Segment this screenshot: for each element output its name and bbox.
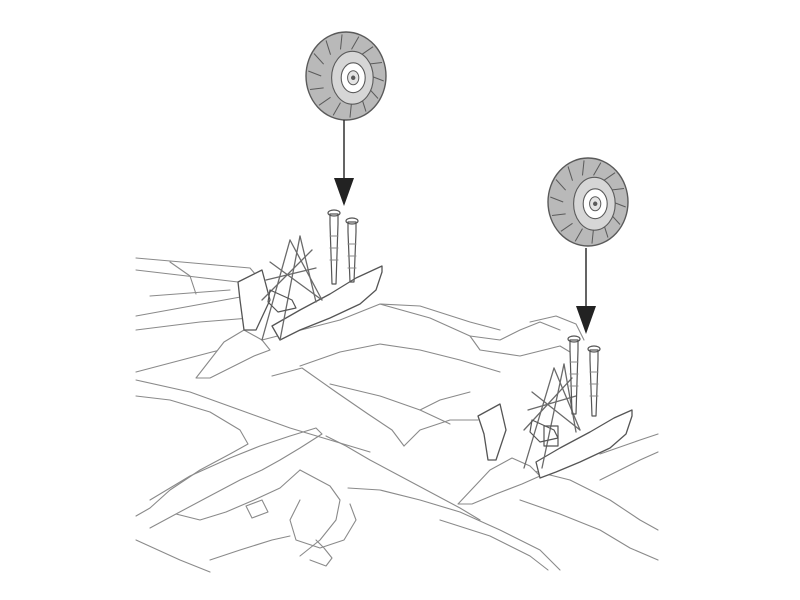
- wing-surface: [329, 383, 451, 425]
- right-mount-pin: [569, 339, 579, 415]
- assembly-arrow-right: [576, 248, 596, 334]
- tread-groove: [581, 160, 585, 176]
- tread-groove: [593, 162, 602, 176]
- left-axle: [267, 289, 297, 313]
- wing-panel-line: [135, 317, 251, 331]
- assembly-arrow-left: [334, 120, 354, 206]
- intake-outline: [135, 539, 211, 573]
- tread-groove: [332, 102, 341, 116]
- tread-groove: [309, 87, 324, 90]
- intake-outline: [325, 435, 481, 521]
- right-mount-pin: [589, 349, 599, 417]
- wing-panel-line: [169, 261, 197, 295]
- bay-outline: [529, 315, 585, 341]
- right-gear-fairing: [457, 457, 541, 505]
- tread-groove: [550, 196, 564, 203]
- nacelle-outline: [419, 391, 471, 411]
- tread-groove: [574, 228, 583, 242]
- right-gear-door: [535, 409, 633, 479]
- intake-outline: [209, 535, 291, 561]
- intake-outline: [245, 499, 269, 519]
- left-strut: [261, 239, 291, 341]
- left-gear-leg: [195, 209, 383, 379]
- left-gear-door: [271, 265, 383, 341]
- wing-surface: [135, 379, 371, 453]
- arrow-head: [576, 306, 596, 334]
- left-strut: [269, 261, 323, 301]
- left-gear-fairing: [195, 329, 271, 379]
- nacelle-outline: [469, 335, 571, 357]
- right-axle: [529, 419, 559, 443]
- tread-groove: [318, 96, 331, 106]
- tread-groove: [325, 40, 332, 55]
- fuselage-outline: [135, 257, 659, 573]
- tread-groove: [349, 102, 353, 118]
- bay-outline: [529, 469, 659, 531]
- left-mount-pin: [347, 221, 357, 283]
- tread-groove: [361, 46, 374, 56]
- left-mount-pin-head: [327, 209, 341, 217]
- right-gear-leg: [457, 335, 633, 505]
- intake-outline: [175, 469, 301, 521]
- bay-outline: [347, 487, 561, 571]
- tread-groove: [351, 36, 360, 50]
- right-strut: [527, 395, 577, 411]
- left-strut: [261, 249, 313, 301]
- intake-outline: [135, 395, 249, 517]
- arrow-head: [334, 178, 354, 206]
- right-strut: [531, 391, 581, 431]
- left-gear-door: [237, 269, 271, 331]
- intake-outline: [299, 469, 341, 557]
- right-mount-pin-head: [587, 345, 601, 353]
- bay-outline: [519, 499, 659, 561]
- left-pin-thread: [329, 235, 357, 269]
- nacelle-outline: [379, 303, 561, 341]
- intake-outline: [149, 427, 323, 529]
- right-bay-hatch: [543, 425, 559, 447]
- axle-hole: [593, 201, 598, 206]
- wing-surface: [271, 367, 405, 447]
- left-mount-pin-head: [345, 217, 359, 225]
- right-strut: [541, 363, 565, 469]
- tread-groove: [555, 179, 567, 191]
- bay-outline: [599, 433, 659, 455]
- tread-groove: [551, 213, 566, 216]
- main-wheel-left: [305, 31, 387, 121]
- main-wheel-right: [547, 157, 629, 247]
- tread-groove: [339, 34, 343, 50]
- tread-groove: [603, 172, 616, 182]
- bay-outline: [599, 451, 659, 481]
- bay-outline: [439, 519, 549, 571]
- left-mount-pin: [329, 213, 339, 285]
- tread-groove: [591, 228, 595, 244]
- nacelle-outline: [403, 419, 479, 447]
- wing-surface: [299, 343, 501, 373]
- right-strut: [523, 367, 555, 469]
- axle-hole: [351, 75, 356, 80]
- left-strut: [299, 235, 317, 303]
- intake-outline: [309, 539, 333, 567]
- left-strut: [265, 267, 317, 281]
- right-gear-door: [477, 403, 507, 461]
- tread-groove: [567, 166, 574, 181]
- tread-groove: [560, 222, 573, 232]
- tread-groove: [313, 53, 325, 65]
- tread-groove: [308, 70, 322, 77]
- wing-panel-line: [149, 289, 231, 297]
- intake-outline: [289, 499, 357, 549]
- right-pin-thread: [569, 361, 599, 397]
- right-mount-pin-head: [567, 335, 581, 343]
